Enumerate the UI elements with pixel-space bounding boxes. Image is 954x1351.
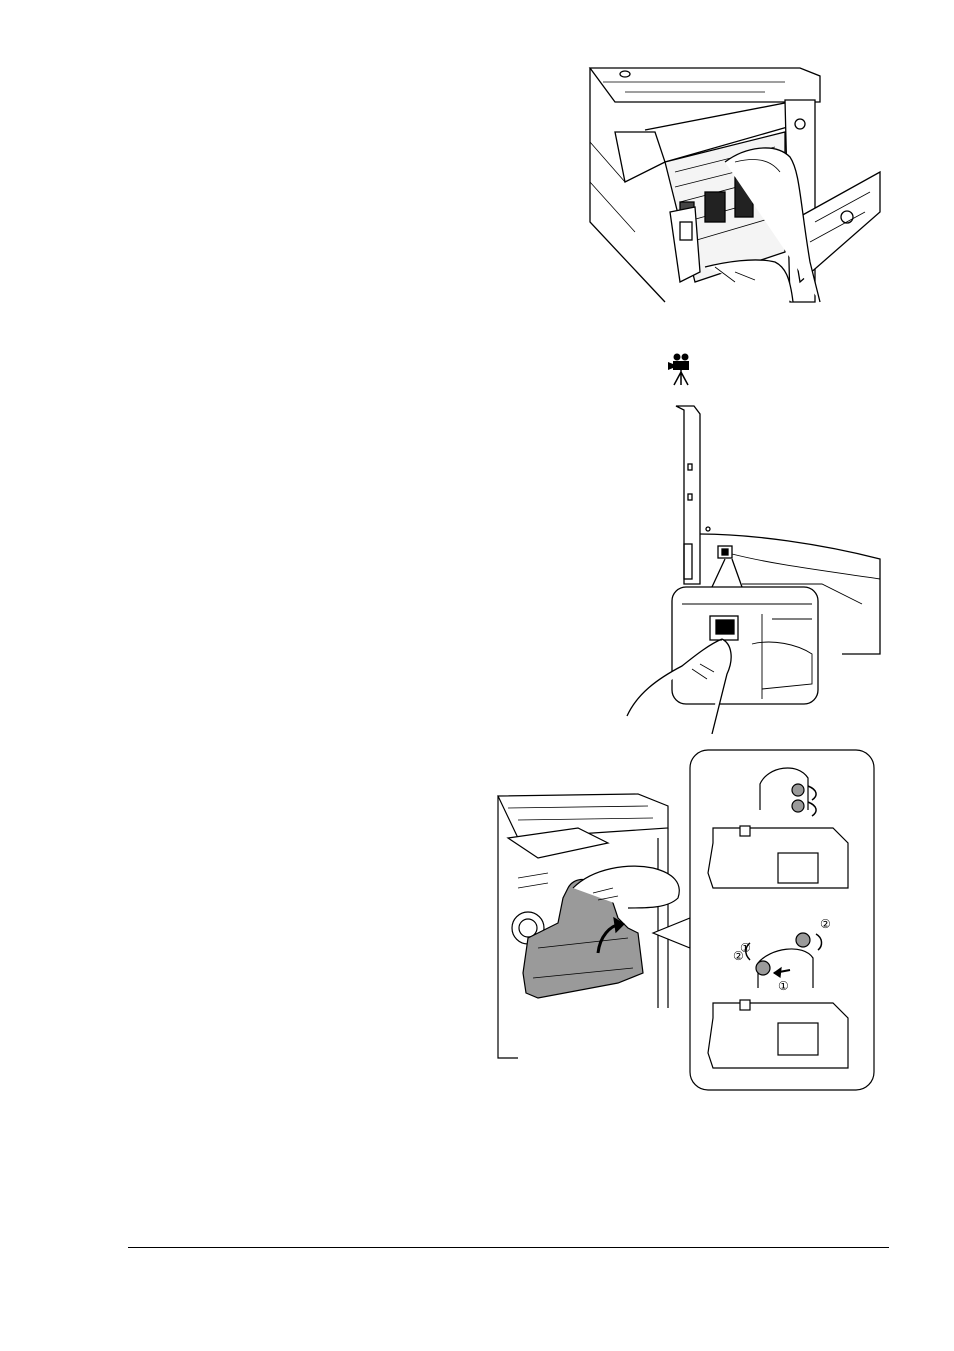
figure-open-side-cover xyxy=(585,62,885,304)
label-step2-left: ② xyxy=(733,949,744,963)
footer-rule xyxy=(128,1247,889,1248)
video-camera-tripod-icon[interactable] xyxy=(667,352,693,386)
figure-power-switch xyxy=(622,404,884,734)
figure-waste-toner-bottle: ① ① ② ② xyxy=(478,748,876,1094)
label-step1-bottom: ① xyxy=(778,979,789,993)
label-step2-right: ② xyxy=(820,917,831,931)
